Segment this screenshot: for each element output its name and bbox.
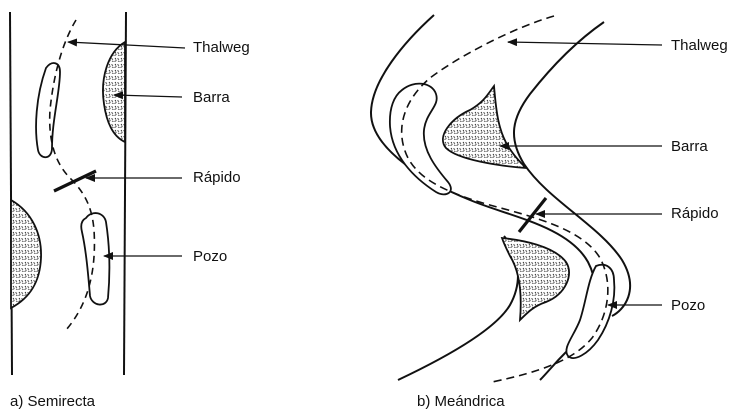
meandrica-left-bank [371,15,595,380]
semirecta-bar-lower [11,200,41,308]
semirecta-panel [10,12,185,375]
meandrica-left-bank-lower [398,236,518,380]
meandrica-thalweg-label: Thalweg [671,38,728,53]
meandrica-thalweg-pointer [508,42,662,45]
meandrica-barra-label: Barra [671,139,708,154]
semirecta-thalweg-label: Thalweg [193,40,250,55]
semirecta-rapido-label: Rápido [193,170,241,185]
semirecta-rapid-mark [54,171,96,191]
meandrica-bar-lower [502,238,569,320]
semirecta-caption: a) Semirecta [10,394,95,409]
semirecta-pozo-label: Pozo [193,249,227,264]
semirecta-pool-lower [81,213,109,305]
meandrica-pool-upper [390,84,451,195]
semirecta-bar-upper [103,42,125,142]
meandrica-rapido-label: Rápido [671,206,719,221]
meandrica-panel [371,15,662,382]
semirecta-pool-upper [36,63,60,157]
semirecta-left-bank [10,12,12,375]
semirecta-barra-label: Barra [193,90,230,105]
meandrica-caption: b) Meándrica [417,394,505,409]
meandrica-pozo-label: Pozo [671,298,705,313]
